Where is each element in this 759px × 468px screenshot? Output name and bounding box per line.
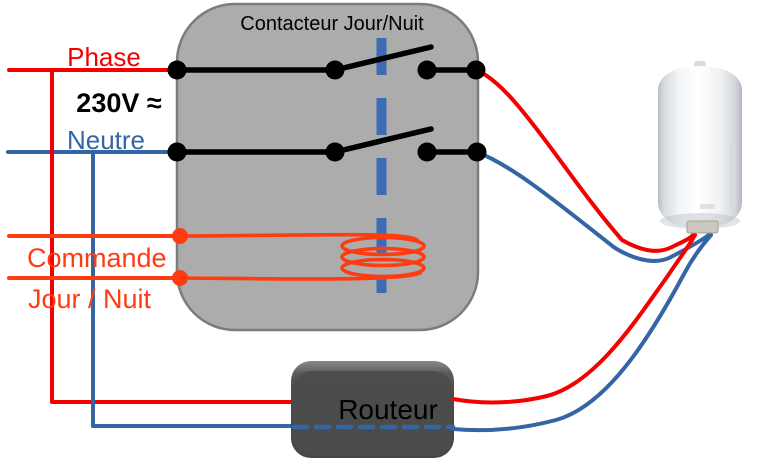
phase-wire-contactor-to-heater bbox=[474, 68, 696, 253]
command-label-line1: Commande bbox=[27, 243, 167, 273]
router-label: Routeur bbox=[338, 394, 438, 425]
terminal-dot bbox=[167, 142, 187, 162]
neutral-wire-router-to-heater bbox=[451, 233, 713, 433]
router-box: Routeur bbox=[291, 361, 456, 458]
terminal-dot bbox=[466, 60, 486, 80]
terminal-dot bbox=[325, 142, 345, 162]
phase-switch-blade bbox=[332, 44, 434, 73]
heater-logo-mark bbox=[700, 204, 715, 209]
coil-loop bbox=[340, 235, 426, 257]
contactor-title: Contacteur Jour/Nuit bbox=[240, 13, 424, 35]
heater-body bbox=[658, 66, 742, 228]
phase-wire-to-router bbox=[50, 68, 293, 404]
connection-wires bbox=[451, 68, 713, 433]
terminal-dot bbox=[417, 60, 437, 80]
terminal-dot bbox=[325, 60, 345, 80]
router-face bbox=[293, 371, 452, 456]
voltage-label: 230V ≈ bbox=[76, 88, 162, 118]
coil-entry-wire bbox=[178, 232, 419, 242]
neutral-switch-blade bbox=[332, 126, 434, 155]
contactor-body bbox=[175, 2, 480, 332]
terminal-dot bbox=[417, 142, 437, 162]
terminal-dot bbox=[167, 60, 187, 80]
coil-terminal-dot bbox=[172, 270, 188, 286]
terminal-dot bbox=[467, 142, 487, 162]
contactor-coil bbox=[178, 232, 426, 281]
heater-connection-fitting bbox=[686, 220, 719, 234]
coil-exit-wire bbox=[178, 271, 422, 281]
phase-label: Phase bbox=[67, 42, 141, 72]
water-heater-image bbox=[658, 61, 742, 234]
contactor-terminals bbox=[167, 60, 487, 286]
contactor-box: Contacteur Jour/Nuit bbox=[175, 2, 480, 332]
neutral-label: Neutre bbox=[67, 125, 145, 155]
neutral-wire-to-router bbox=[91, 150, 295, 428]
supply-wires bbox=[6, 68, 295, 428]
coil-loop bbox=[340, 246, 426, 268]
command-label-line2: Jour / Nuit bbox=[28, 284, 152, 314]
phase-wire-router-to-heater bbox=[451, 233, 697, 405]
wire-labels: Phase 230V ≈ Neutre Commande Jour / Nuit bbox=[27, 42, 167, 314]
coil-terminal-dot bbox=[172, 228, 188, 244]
